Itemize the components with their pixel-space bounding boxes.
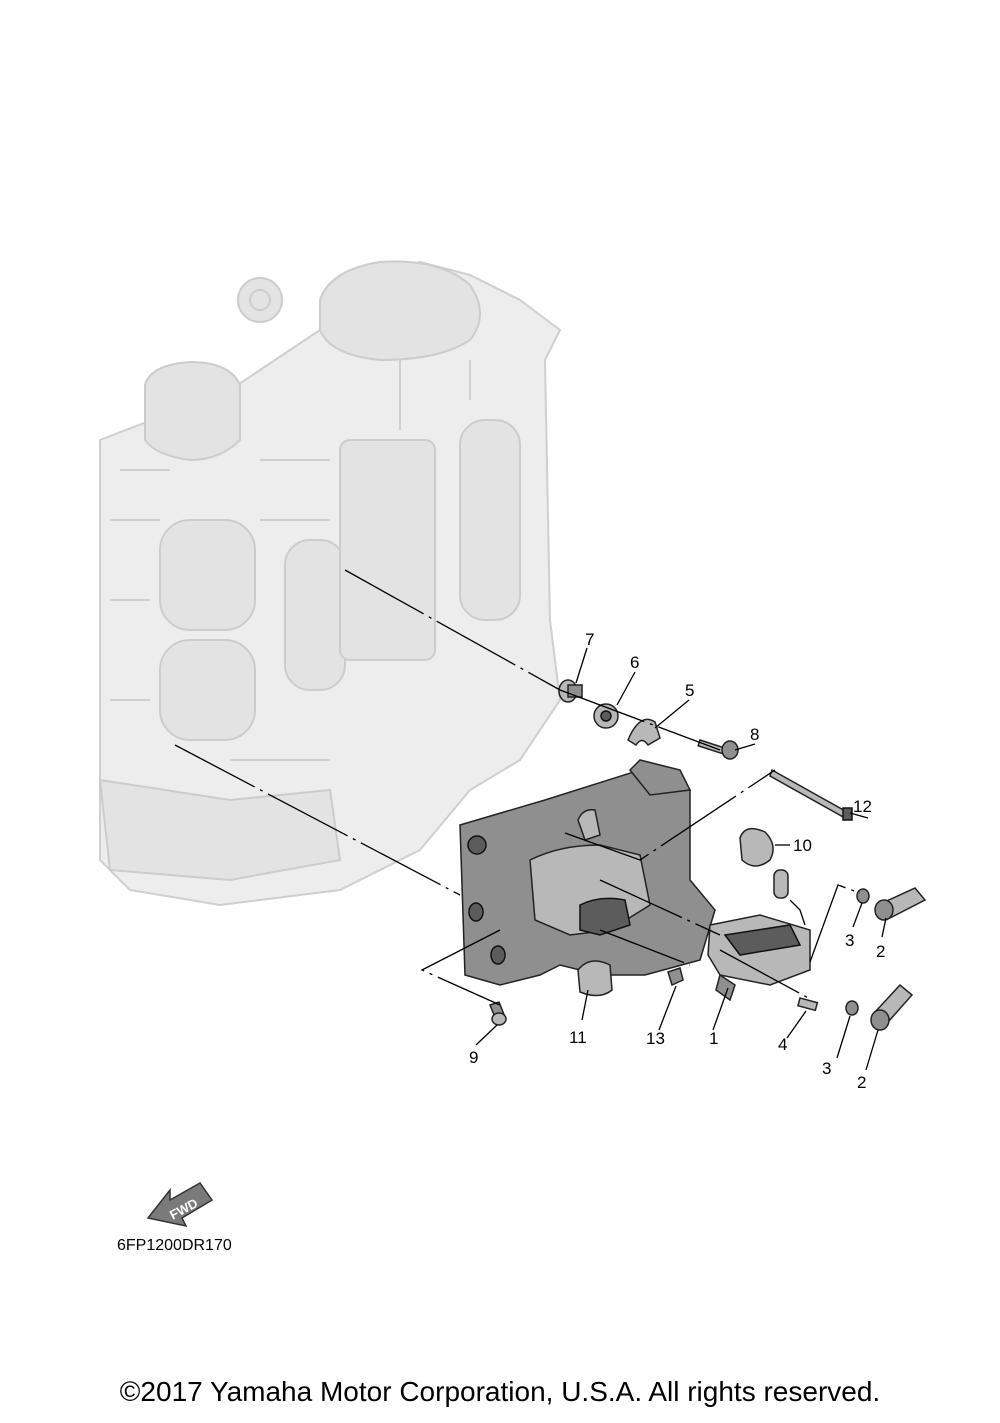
- part-3-nut-upper: [856, 888, 870, 904]
- part-12-pin: [769, 768, 853, 821]
- callout-9: 9: [469, 1048, 478, 1067]
- callout-2-upper: 2: [876, 942, 885, 961]
- callout-1: 1: [709, 1029, 718, 1048]
- part-4-screw: [797, 997, 819, 1012]
- callout-3-upper: 3: [845, 931, 854, 950]
- engine-block-ghost: [98, 260, 562, 907]
- drawing-code: 6FP1200DR170: [117, 1237, 232, 1254]
- callout-7: 7: [585, 630, 594, 649]
- callout-11: 11: [569, 1028, 587, 1047]
- callout-8: 8: [750, 725, 759, 744]
- assembly-lines: [174, 569, 861, 1006]
- part-10-clip: [739, 827, 774, 867]
- copyright-notice: ©2017 Yamaha Motor Corporation, U.S.A. A…: [119, 1376, 881, 1407]
- part-11-clamp: [577, 960, 613, 997]
- part-9-bolt: [489, 1001, 507, 1026]
- fwd-arrow: FWD: [146, 1182, 214, 1228]
- callout-10: 10: [793, 836, 812, 855]
- callout-2-lower: 2: [857, 1073, 866, 1092]
- part-3-nut-lower: [845, 1000, 859, 1016]
- callout-6: 6: [630, 653, 639, 672]
- bracket-plate: [459, 759, 716, 986]
- callout-3-lower: 3: [822, 1059, 831, 1078]
- callout-4: 4: [778, 1035, 787, 1054]
- part-7-bushing: [558, 679, 583, 703]
- part-2-cable-end-upper: [874, 887, 927, 921]
- callout-12: 12: [853, 797, 872, 816]
- part-1-switch-assembly: [707, 869, 811, 1002]
- fwd-arrow-icon: [146, 1182, 214, 1228]
- callout-numbers: 7 6 5 8 12 10 3 2 11 13 1 4 9 3 2: [469, 630, 885, 1092]
- callout-leaders: [475, 647, 887, 1071]
- callout-13: 13: [646, 1029, 665, 1048]
- part-5-lever: [627, 718, 661, 747]
- part-13-clip: [667, 967, 684, 987]
- part-2-cable-end-lower: [870, 983, 914, 1031]
- callout-5: 5: [685, 681, 694, 700]
